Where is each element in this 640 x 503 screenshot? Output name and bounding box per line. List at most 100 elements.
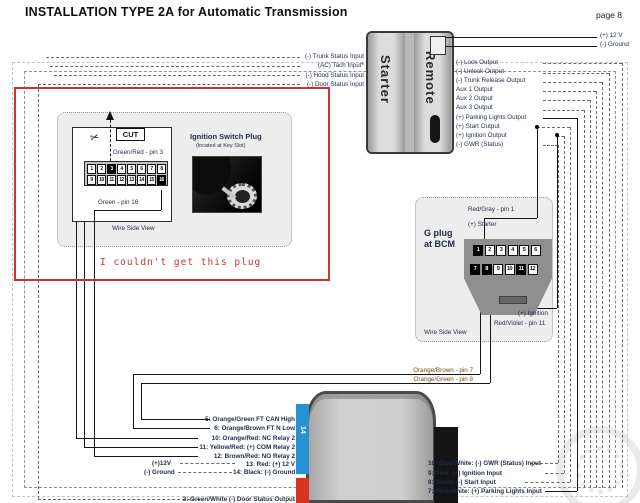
bypass-module [306,391,436,503]
pin-cell: 7 [147,164,156,174]
wire [490,277,491,383]
wire [161,190,162,210]
wire [570,127,571,482]
pin-cell: 1 [473,245,483,256]
pin-cell: 13 [127,175,136,185]
wire [590,100,591,488]
wire [94,210,95,456]
wire [602,82,603,488]
wire [446,37,597,38]
wire [545,473,564,474]
pin-cell: 15 [147,175,156,185]
wire [50,66,300,67]
wire [543,82,602,83]
bypass-wire-label: 12: Brown/Red: NO Relay 2 [213,452,295,460]
ignition-switch-plug-subtitle: (located at Key Slot) [196,143,246,149]
pin-cell: 12 [117,175,126,185]
bypass-wire-label: 13: Red: (+) 12 V [245,460,295,468]
watermark-seal [556,426,640,503]
wire [622,63,623,488]
output-label: (+) Parking Lights Output [456,113,527,121]
pin-cell: 8 [481,264,492,275]
wire [543,118,577,119]
blue-connector-label: 14 [299,426,306,434]
pin-cell: 1 [87,164,96,174]
remote-starter-left-half [368,33,405,152]
wire-label-pin11: Red/Violet - pin 11 [494,320,546,327]
wire [557,135,558,308]
wire [141,383,490,384]
wire [446,46,597,47]
cut-label: CUT [116,128,145,141]
wire [543,145,558,146]
pin-cell: 6 [530,245,541,256]
bypass-wire-label: 10: Blue/White: (-) GWR (Status) Input [428,460,541,467]
output-label: (-) Lock Output [456,58,498,66]
pin-cell: 14 [137,175,146,185]
red-connector [296,478,309,503]
bypass-wire-label: 9: Pink: (+) Ignition Input [428,469,502,477]
wire [543,91,596,92]
wire [484,218,485,246]
wire [76,222,77,438]
pin-cell: 4 [117,164,126,174]
pin-cell: 2 [484,245,495,256]
pin-cell: 9 [87,175,96,185]
wire-junction-dot [535,125,539,129]
bypass-wire-label: 14: Black: (-) Ground [233,468,296,476]
wire-label-orange-green: Orange/Green - pin 8 [413,376,473,383]
pin-cell: 3 [496,245,506,256]
output-label: (-) Trunk Release Output [456,76,526,84]
wire [38,84,39,499]
wire-label-ignition: (+) Ignition [518,310,548,317]
pin-cell: 16 [157,175,166,185]
wire [558,145,559,463]
wire [54,75,300,76]
bcm-connector-slot [499,296,527,304]
bypass-wire-label: 6: Orange/Brown FT N Low [214,424,295,432]
wire [133,374,134,428]
input-label: (AC) Tach Input* [317,62,364,70]
remote-starter-label-starter: Starter [378,55,393,104]
wire [94,456,198,457]
pin-cell: 12 [527,264,538,275]
pin-cell: 3 [107,164,116,174]
output-label: (-) Unlock Output [456,67,504,75]
bypass-wire-label: 5: Orange/Green FT CAN High [205,415,295,423]
wire [525,482,570,483]
output-label-list: (-) Lock Output(-) Unlock Output(-) Trun… [456,58,527,149]
wire-label-pin3: Green/Red - pin 3 [113,149,164,156]
output-label: (+) Ignition Output [456,132,507,139]
arrow-up-icon [106,111,114,120]
wire [577,118,578,491]
power-label: (+) 12 V [600,32,623,39]
wire [178,472,232,473]
input-label: (-) Hood Status Input [305,71,364,79]
bypass-ground-label: (-) Ground [144,468,175,476]
output-label: Aux 1 Output [456,86,493,94]
output-label: (+) Start Output [456,122,500,130]
pin-cell: 5 [519,245,529,256]
pin-cell: 9 [493,264,503,275]
blue-connector: 14 [296,404,309,474]
wire [596,91,597,488]
wire [543,73,609,74]
wire-label-pin16: Green - pin 16 [98,199,139,206]
wire-label-orange-brown: Orange/Brown - pin 7 [413,367,473,374]
wire [46,57,300,58]
pin-cell: 4 [507,245,518,256]
remote-starter-label-remote: Remote [423,51,438,105]
output-label: Aux 3 Output [456,104,493,112]
wire [38,499,200,500]
wire [84,447,198,448]
wire [84,222,85,447]
annotation-text: I couldn't get this plug [100,257,262,268]
bypass-wire-label: 7: Pink/White: (+) Parking Lights Input [428,487,542,495]
annotation-rectangle [14,87,330,281]
power-label-list: (+) 12 V(-) Ground [600,32,629,49]
output-label: Aux 2 Output [456,95,493,103]
ignition-switch-plug-title: Ignition Switch Plug [190,132,262,141]
bypass-wire-label: 3: Green/White (-) Door Status Output [182,495,295,503]
pin-cell: 6 [137,164,146,174]
